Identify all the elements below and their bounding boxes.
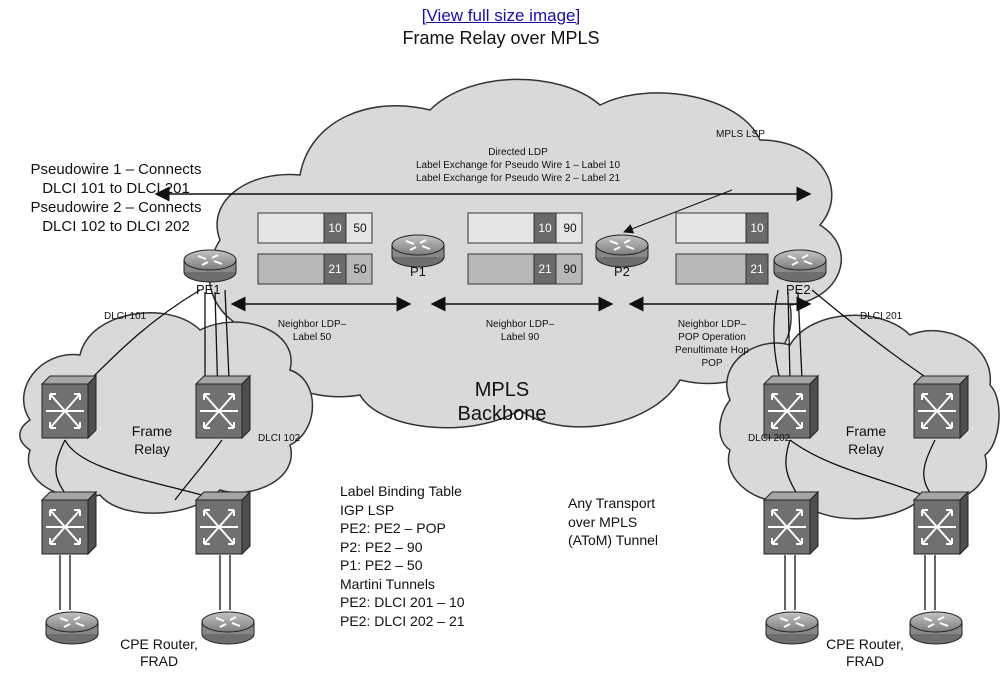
label-pe1-top-vc: 10 (328, 221, 342, 235)
frame-relay-right-label: Frame Relay (845, 423, 887, 457)
fr-switch-left-top (41, 375, 97, 439)
p2-label: P2 (614, 264, 630, 279)
neighbor-ldp-2-note: Neighbor LDP– Label 90 (485, 319, 555, 343)
cpe-router-left-label: CPE Router, FRAD (120, 636, 198, 669)
mpls-lsp-pointer (623, 189, 733, 234)
label-p1-bot-vc: 21 (538, 262, 552, 276)
fr-switch-right-bottom (763, 491, 819, 555)
label-binding-table: Label Binding Table IGP LSP PE2: PE2 – P… (340, 483, 465, 629)
label-stack-p2-pe2 (675, 212, 769, 285)
pe2-router (773, 249, 827, 283)
fr-switch-right-bottom2 (913, 491, 969, 555)
pe1-label: PE1 (196, 282, 221, 297)
atom-tunnel-note: Any Transport over MPLS (AToM) Tunnel (568, 495, 658, 548)
fr-switch-right-top (763, 375, 819, 439)
access-links (55, 289, 936, 610)
mpls-backbone-label: MPLS Backbone (457, 379, 547, 425)
label-pe1-bot-tunnel: 50 (353, 262, 367, 276)
label-stack-pe1-p1 (257, 212, 373, 285)
dlci-101-label: DLCI 101 (104, 311, 147, 322)
p1-label: P1 (410, 264, 426, 279)
directed-ldp-note: Directed LDP Label Exchange for Pseudo W… (415, 147, 621, 184)
label-p2-top-vc: 10 (750, 221, 764, 235)
dlci-201-label: DLCI 201 (860, 311, 903, 322)
frame-relay-left-label: Frame Relay (131, 423, 173, 457)
label-p1-top-vc: 10 (538, 221, 552, 235)
p1-router (391, 234, 445, 268)
pe2-label: PE2 (786, 282, 811, 297)
label-p2-bot-vc: 21 (750, 262, 764, 276)
p2-router (595, 234, 649, 268)
cpe-router-right-label: CPE Router, FRAD (826, 636, 904, 669)
pseudowire1-note: Pseudowire 1 – Connects DLCI 101 to DLCI… (30, 161, 202, 235)
dlci-102-label: DLCI 102 (258, 433, 301, 444)
view-full-size-link[interactable]: [View full size image] (421, 6, 581, 25)
label-p1-top-tunnel: 90 (563, 221, 577, 235)
neighbor-ldp-1-note: Neighbor LDP– Label 50 (277, 319, 347, 343)
fr-switch-left-top2 (195, 375, 251, 439)
fr-switch-right-top2 (913, 375, 969, 439)
cpe-router-left-1 (45, 611, 99, 645)
fr-switch-left-bottom (41, 491, 97, 555)
mpls-lsp-label: MPLS LSP (716, 129, 765, 140)
label-stack-p1-p2 (467, 212, 583, 285)
label-pe1-top-tunnel: 50 (353, 221, 367, 235)
page-title: Frame Relay over MPLS (402, 28, 600, 48)
label-p1-bot-tunnel: 90 (563, 262, 577, 276)
dlci-202-label: DLCI 202 (748, 433, 791, 444)
pe1-router (183, 249, 237, 283)
neighbor-ldp-3-note: Neighbor LDP– POP Operation Penultimate … (675, 319, 749, 369)
fr-switch-left-bottom2 (195, 491, 251, 555)
label-pe1-bot-vc: 21 (328, 262, 342, 276)
